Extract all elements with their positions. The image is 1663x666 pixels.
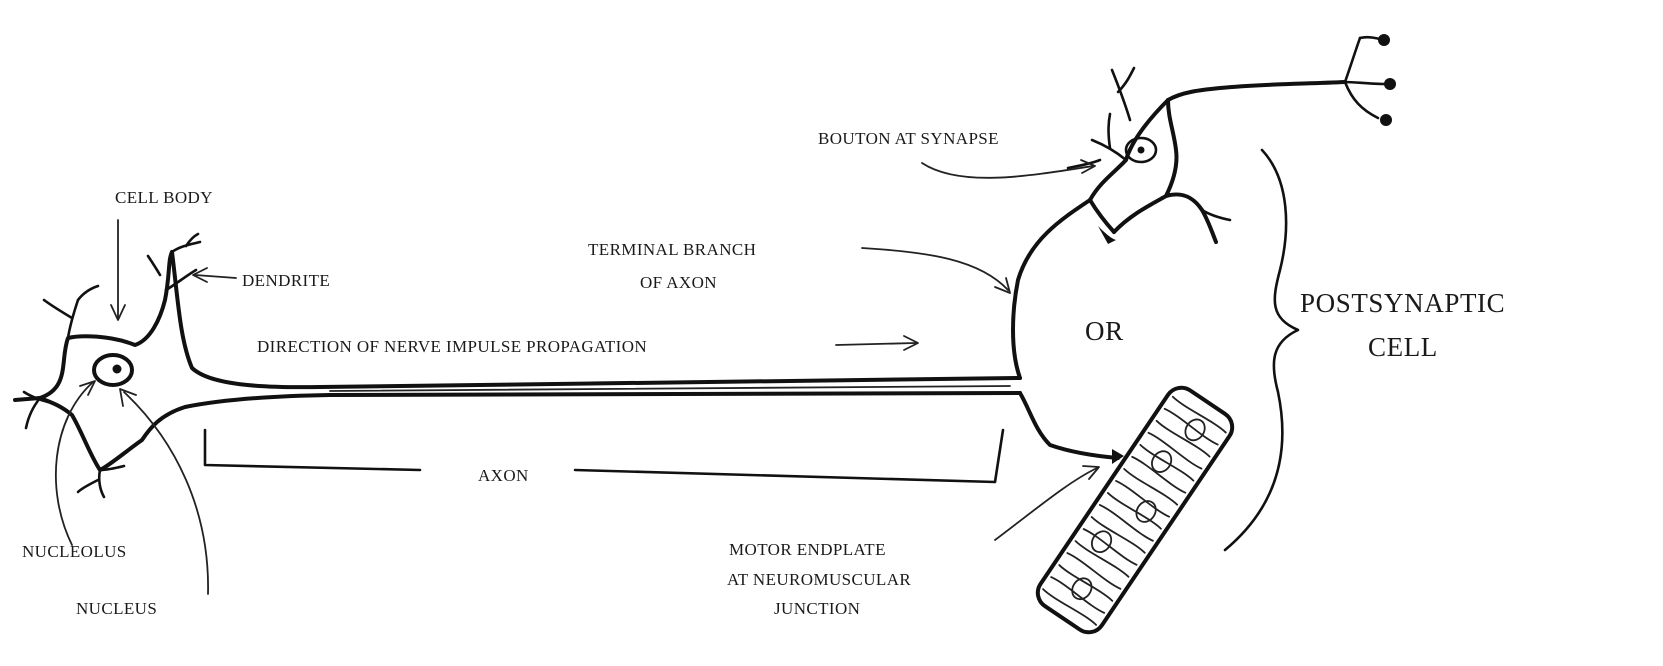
label-nucleus: NUCLEUS [76, 599, 157, 618]
label-nucleolus: NUCLEOLUS [22, 542, 127, 561]
muscle-striation [1091, 516, 1145, 553]
muscle-striation [1116, 480, 1170, 517]
muscle-striation [1172, 396, 1226, 433]
muscle-nucleus [1088, 528, 1115, 556]
label-bouton: BOUTON AT SYNAPSE [818, 129, 999, 148]
muscle-fiber [1032, 382, 1239, 639]
neuron-cell-body [15, 252, 1020, 470]
muscle-striation [1132, 456, 1186, 493]
muscle-nucleus [1132, 497, 1159, 525]
muscle-striation [1099, 504, 1153, 541]
postsynaptic-neuron [1068, 34, 1396, 244]
muscle-striation [1148, 432, 1202, 469]
label-terminal-branch-2: OF AXON [640, 273, 717, 292]
label-motor-2: AT NEUROMUSCULAR [727, 570, 911, 589]
label-postsynaptic-2: CELL [1368, 332, 1438, 362]
label-axon: AXON [478, 466, 529, 485]
muscle-striation [1075, 540, 1129, 577]
label-motor-3: JUNCTION [774, 599, 860, 618]
label-motor-1: MOTOR ENDPLATE [729, 540, 886, 559]
axon-brace [205, 430, 1003, 482]
muscle-striation [1059, 564, 1113, 601]
nucleus-nucleolus [94, 355, 132, 385]
postsynaptic-brace [1225, 150, 1298, 550]
muscle-nucleus [1148, 447, 1175, 475]
nucleolus-dot [113, 365, 122, 374]
label-or: OR [1085, 316, 1124, 346]
label-terminal-branch-1: TERMINAL BRANCH [588, 240, 756, 259]
label-postsynaptic-1: POSTSYNAPTIC [1300, 288, 1505, 318]
label-cell-body: CELL BODY [115, 188, 213, 207]
muscle-striation [1107, 492, 1161, 529]
label-direction: DIRECTION OF NERVE IMPULSE PROPAGATION [257, 337, 647, 356]
label-dendrite: DENDRITE [242, 271, 330, 290]
muscle-striation [1124, 468, 1178, 505]
muscle-striation [1140, 444, 1194, 481]
muscle-striation [1051, 576, 1105, 613]
muscle-nucleus [1068, 575, 1095, 603]
